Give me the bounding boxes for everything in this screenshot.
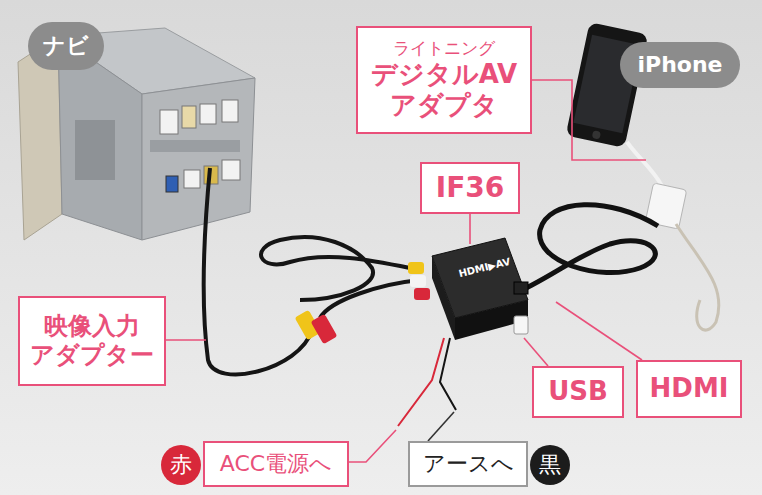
callout-box: 映像入力 アダプター [18,296,166,386]
device-tag: ナビ [28,22,104,70]
ground-wire [440,338,456,410]
device-print: HDMI▶AV [457,256,511,279]
acc-wire [398,338,444,426]
node-text: 黒 [539,452,561,479]
node-text: iPhone [637,52,722,79]
node-text: ライトニング [393,38,495,59]
node-text: HDMI [650,373,729,405]
callout-box: HDMI [636,360,742,418]
node-text: アースへ [423,451,514,478]
callout-box: IF36 [420,162,520,214]
node-text: ACC電源へ [220,451,332,478]
node-text: USB [548,376,608,408]
rca-cable [261,237,420,300]
usb-power-cable [676,224,719,330]
hdmi-plug [514,282,528,294]
callout-box: USB [532,366,624,418]
hdmi-cable [522,205,658,290]
video-input-cable [204,168,312,374]
node-text: ナビ [43,33,89,60]
wire-color-badge: 黒 [530,445,570,485]
lightning-cable [627,142,662,186]
leader-line [428,412,454,441]
callout-box: ライトニングデジタルAV アダプタ [356,26,532,134]
node-text: 赤 [170,452,192,479]
node-text: IF36 [436,171,505,205]
if36-device [432,238,528,340]
callout-box: ACC電源へ [203,441,349,487]
rca-plug [408,262,424,274]
rca-cable [320,280,420,318]
rca-plug [414,288,430,300]
node-text: デジタルAV アダプタ [366,59,522,122]
leader-lines [166,80,646,462]
usb-plug [514,316,528,334]
rca-plug [410,275,426,287]
wire-color-badge: 赤 [161,445,201,485]
rca-plug [311,314,338,345]
device-tag: iPhone [620,42,740,88]
node-text: 映像入力 アダプター [28,312,156,371]
callout-box: アースへ [408,441,528,487]
